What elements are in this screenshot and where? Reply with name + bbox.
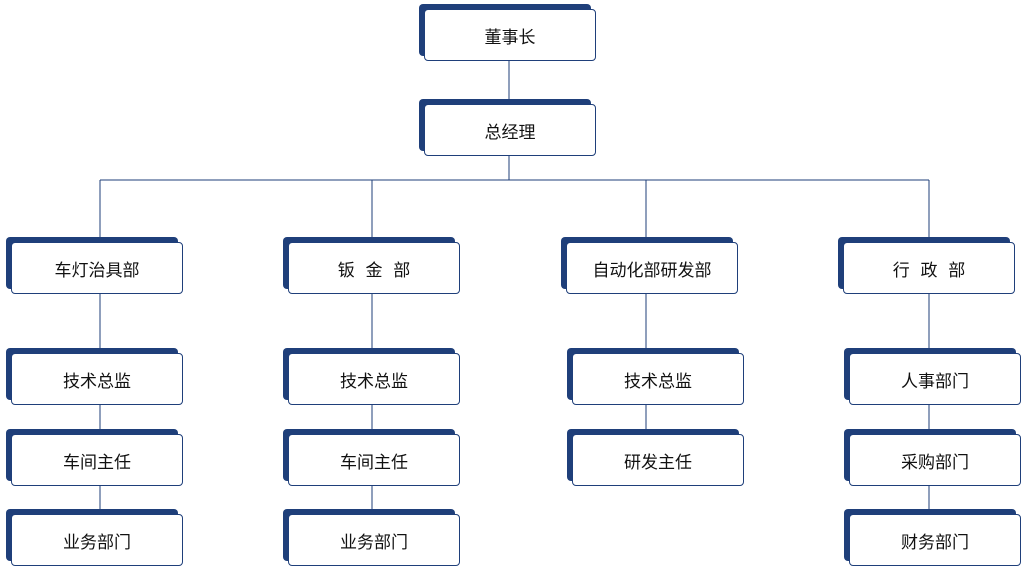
node-dept-lamp-fixture: 车灯治具部 [6,237,183,294]
node-label: 车间主任 [63,452,131,473]
node-dept1-tech-director: 技术总监 [6,348,183,405]
node-dept2-business: 业务部门 [283,509,460,566]
node-dept-admin: 行 政 部 [838,237,1015,294]
node-dept4-finance: 财务部门 [844,509,1021,566]
node-label: 车间主任 [340,452,408,473]
node-dept4-purchasing: 采购部门 [844,429,1021,486]
node-label: 技术总监 [340,371,408,392]
node-label: 采购部门 [901,452,969,473]
node-dept1-business: 业务部门 [6,509,183,566]
node-label: 人事部门 [901,371,969,392]
node-label: 钣 金 部 [337,260,411,281]
node-dept2-tech-director: 技术总监 [283,348,460,405]
node-label: 董事长 [484,27,536,48]
node-dept-sheet-metal: 钣 金 部 [283,237,460,294]
node-dept4-hr: 人事部门 [844,348,1021,405]
node-label: 车灯治具部 [54,260,140,281]
node-label: 业务部门 [340,532,408,553]
node-label: 研发主任 [624,452,692,473]
node-dept-automation-rd: 自动化部研发部 [561,237,738,294]
node-label: 技术总监 [63,371,131,392]
node-label: 自动化部研发部 [592,260,712,281]
node-chairman: 董事长 [419,4,596,61]
node-dept2-shop-supervisor: 车间主任 [283,429,460,486]
node-general-manager: 总经理 [419,99,596,156]
node-dept1-shop-supervisor: 车间主任 [6,429,183,486]
node-label: 总经理 [484,122,536,143]
node-label: 业务部门 [63,532,131,553]
node-label: 财务部门 [901,532,969,553]
node-dept3-rd-supervisor: 研发主任 [567,429,744,486]
node-label: 行 政 部 [892,260,966,281]
node-label: 技术总监 [624,371,692,392]
node-dept3-tech-director: 技术总监 [567,348,744,405]
